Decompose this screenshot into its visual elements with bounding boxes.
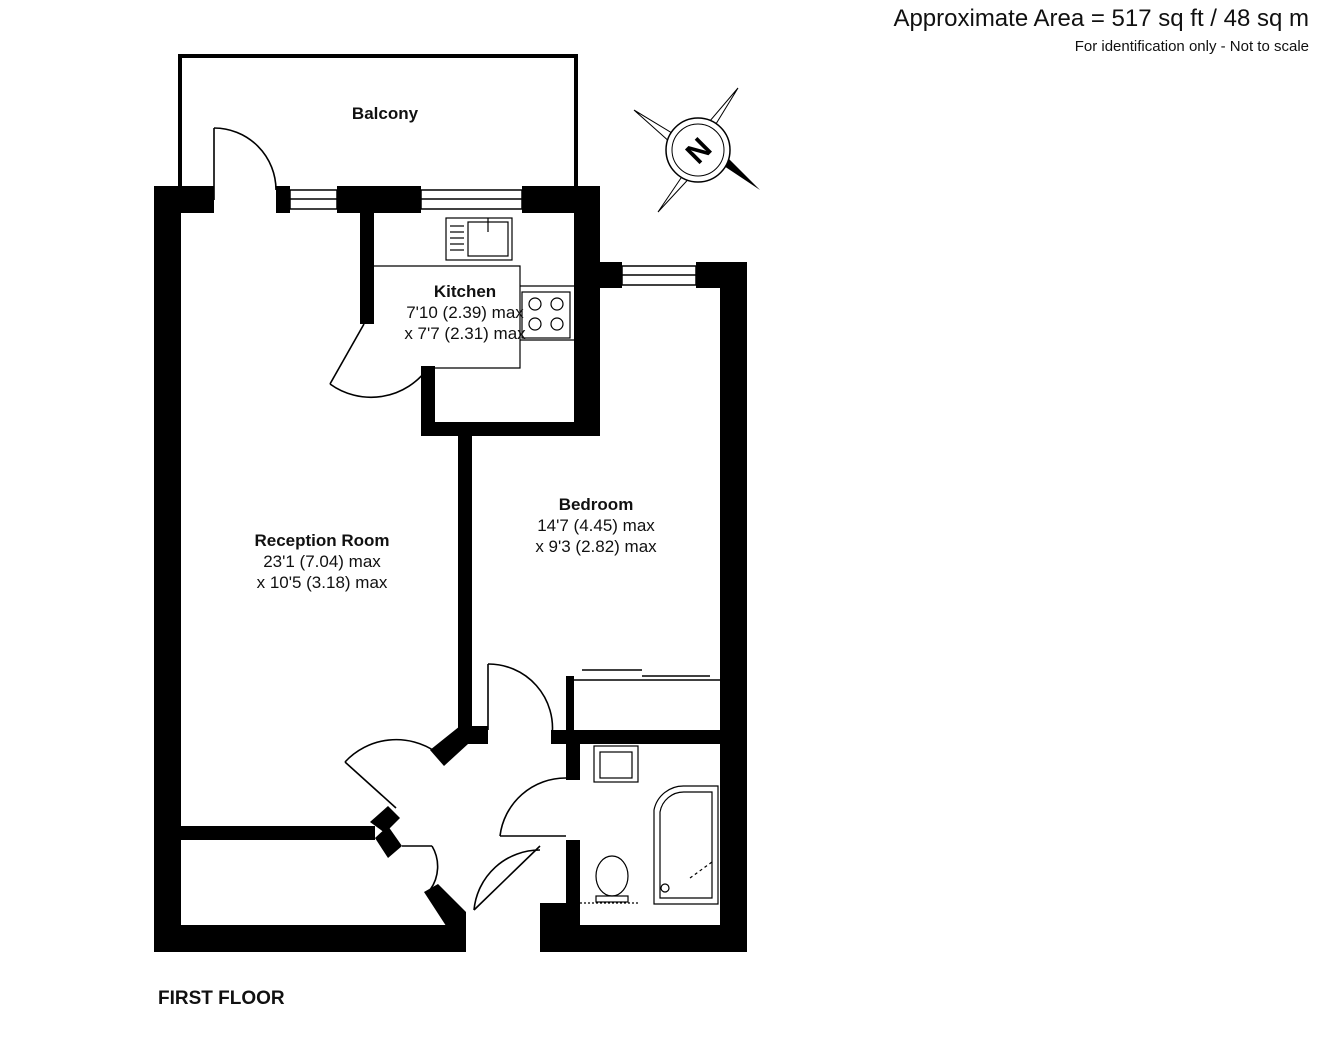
approximate-area: Approximate Area = 517 sq ft / 48 sq m [893,5,1309,32]
bedroom-dim-1: 14'7 (4.45) max [537,516,655,535]
windows [289,189,697,286]
room-labels: Balcony Kitchen 7'10 (2.39) max x 7'7 (2… [254,104,657,592]
kitchen-label: Kitchen [434,282,496,301]
bedroom-dim-2: x 9'3 (2.82) max [535,537,657,556]
reception-label: Reception Room [254,531,389,550]
shower-icon [653,785,719,905]
reception-dim-2: x 10'5 (3.18) max [257,573,388,592]
reception-dim-1: 23'1 (7.04) max [263,552,381,571]
kitchen-worktop [374,265,574,369]
door-swings [213,127,567,911]
kitchen-dim-2: x 7'7 (2.31) max [404,324,526,343]
balcony-outline [178,54,578,186]
compass-rose-icon: N [633,87,760,213]
hob-icon [521,291,571,339]
floor-label: FIRST FLOOR [158,988,285,1009]
wardrobe [574,669,720,681]
walls [154,186,747,952]
kitchen-dim-1: 7'10 (2.39) max [406,303,524,322]
scale-disclaimer: For identification only - Not to scale [1074,38,1309,55]
toilet-icon [580,855,640,904]
balcony-label: Balcony [352,104,419,123]
area-summary: Approximate Area = 517 sq ft / 48 sq m F… [893,4,1309,58]
basin-icon [593,745,639,783]
bedroom-label: Bedroom [559,495,634,514]
kitchen-sink-icon [445,217,513,261]
